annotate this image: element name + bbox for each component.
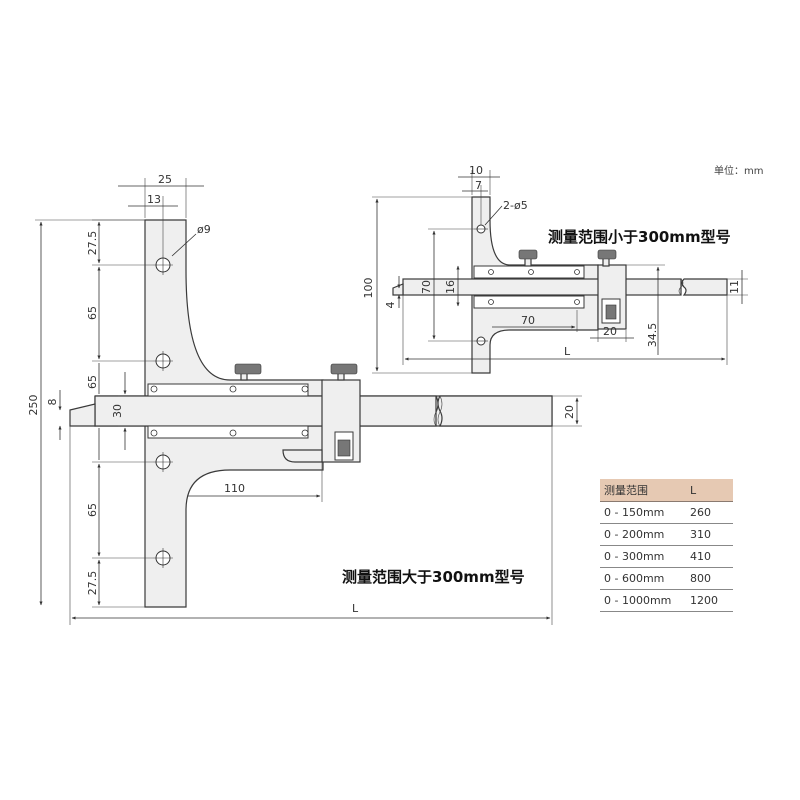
dim-top-offset: 13 (147, 193, 161, 206)
dim-top-edge: 27.5 (86, 231, 99, 256)
dim-top-offset-small: 7 (475, 179, 482, 192)
small-rule-end (681, 278, 728, 296)
screw-icon (574, 269, 580, 275)
large-depth-gauge: 25 13 ø9 27.5 65 65 65 27.5 30 250 (27, 173, 582, 625)
dim-top-width: 25 (158, 173, 172, 186)
lock-knob-icon (234, 363, 262, 381)
dim-rule-height-small: 11 (728, 280, 741, 294)
dim-hole-spec-small: 2-ø5 (503, 199, 528, 212)
screw-icon (301, 385, 309, 393)
dim-length: L (352, 602, 359, 615)
screw-icon (229, 429, 237, 437)
large-rule-body (94, 395, 437, 427)
large-lower-slot (147, 425, 309, 439)
fine-adjust-wheel-icon (605, 304, 617, 320)
screw-icon (488, 299, 494, 305)
large-rule-end (437, 395, 553, 427)
small-model-label: 测量范围小于300mm型号 (548, 228, 731, 246)
dim-rule-to-bottom-small: 34.5 (646, 323, 659, 348)
dim-slider-width-small: 20 (603, 325, 617, 338)
range-cell: 0 - 200mm (600, 523, 686, 546)
large-probe-tip (69, 403, 96, 427)
dim-reach-small: 70 (521, 314, 535, 327)
lock-knob-icon (597, 249, 617, 267)
fine-adjust-wheel-icon (337, 439, 351, 457)
dim-lower-spacing: 65 (86, 503, 99, 517)
dim-bar-height-small: 16 (444, 280, 457, 294)
dim-reach: 110 (224, 482, 245, 495)
lock-knob-icon (518, 249, 538, 267)
length-cell: 310 (686, 523, 733, 546)
dim-bar-height: 30 (111, 404, 124, 418)
length-cell: 410 (686, 545, 733, 568)
dim-offset: 8 (46, 399, 59, 406)
dim-offset-small: 4 (384, 302, 397, 309)
screw-icon (150, 429, 158, 437)
small-lower-slot (473, 295, 585, 309)
length-cell: 260 (686, 501, 733, 524)
screw-icon (574, 299, 580, 305)
dim-mid-upper: 65 (86, 375, 99, 389)
mounting-hole-icon (474, 336, 488, 346)
mounting-hole-icon (153, 452, 173, 472)
column-header-range: 测量范围 (600, 479, 686, 502)
dim-total-height-small: 100 (362, 278, 375, 299)
dim-rule-height: 20 (563, 405, 576, 419)
length-cell: 1200 (686, 589, 733, 612)
dim-hole-dia: ø9 (197, 223, 211, 236)
screw-icon (528, 269, 534, 275)
large-model-label: 测量范围大于300mm型号 (342, 568, 525, 586)
mounting-hole-icon (153, 351, 173, 371)
length-cell: 800 (686, 567, 733, 590)
lock-knob-icon (330, 363, 358, 381)
large-upper-slot (147, 383, 309, 397)
screw-icon (150, 385, 158, 393)
dim-length-small: L (564, 345, 571, 358)
dim-total-height: 250 (27, 395, 40, 416)
small-depth-gauge: 10 7 2-ø5 100 70 16 4 70 20 34.5 (362, 164, 748, 374)
screw-icon (301, 429, 309, 437)
dim-top-width-small: 10 (469, 164, 483, 177)
dim-bottom-edge: 27.5 (86, 571, 99, 596)
unit-label: 单位：mm (714, 164, 763, 177)
range-cell: 0 - 1000mm (600, 589, 686, 612)
range-cell: 0 - 150mm (600, 501, 686, 524)
table-header-row: 测量范围 L (600, 479, 733, 502)
range-cell: 0 - 600mm (600, 567, 686, 590)
range-cell: 0 - 300mm (600, 545, 686, 568)
screw-icon (229, 385, 237, 393)
dim-upper-spacing: 65 (86, 306, 99, 320)
small-probe-tip (392, 283, 404, 296)
mounting-hole-icon (153, 548, 173, 568)
mounting-hole-icon (153, 255, 173, 275)
column-header-length: L (686, 479, 733, 502)
dim-half-height-small: 70 (420, 280, 433, 294)
screw-icon (488, 269, 494, 275)
large-slider-foot (282, 449, 323, 463)
